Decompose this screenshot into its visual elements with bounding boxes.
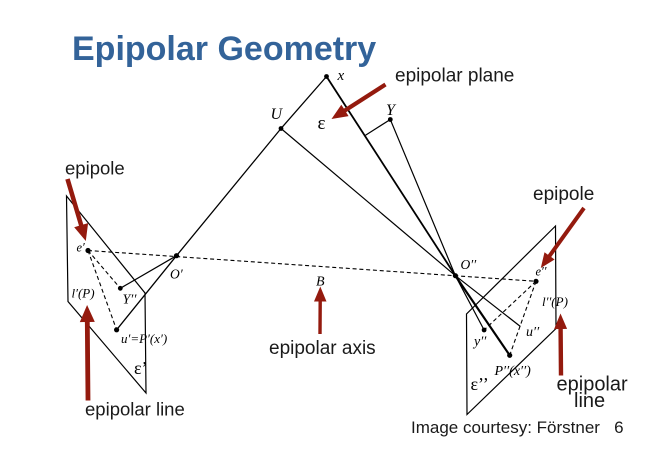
svg-text:epipolar: epipolar [557,374,629,396]
svg-text:x: x [337,68,345,84]
svg-text:epipolar axis: epipolar axis [269,338,376,359]
svg-text:Epipolar Geometry: Epipolar Geometry [72,30,376,68]
svg-text:O′: O′ [170,267,184,282]
svg-text:u′′: u′′ [526,325,540,340]
svg-text:ε’: ε’ [134,358,148,378]
svg-text:U: U [271,106,284,123]
svg-text:l′′(P): l′′(P) [542,294,568,309]
svg-text:u′=P′(x′): u′=P′(x′) [121,331,167,346]
svg-text:B: B [316,275,325,290]
svg-text:epipolar line: epipolar line [85,399,185,420]
svg-text:y′′: y′′ [472,335,487,350]
svg-text:epipolar plane: epipolar plane [395,66,514,87]
svg-text:l′(P): l′(P) [72,286,95,301]
svg-text:e′: e′ [77,241,86,255]
svg-text:Y: Y [386,102,397,119]
svg-text:ε’’: ε’’ [471,374,489,394]
svg-text:e′′: e′′ [536,265,547,279]
svg-text:epipole: epipole [533,184,594,205]
svg-text:Y′′: Y′′ [123,293,138,308]
svg-text:line: line [574,390,605,412]
svg-text:O′′: O′′ [461,257,478,272]
svg-text:epipole: epipole [65,158,125,179]
svg-text:ε: ε [318,113,326,134]
svg-text:Image courtesy: Förstner 6: Image courtesy: Förstner 6 [411,418,624,437]
svg-text:P′′(x′′): P′′(x′′) [494,364,532,379]
